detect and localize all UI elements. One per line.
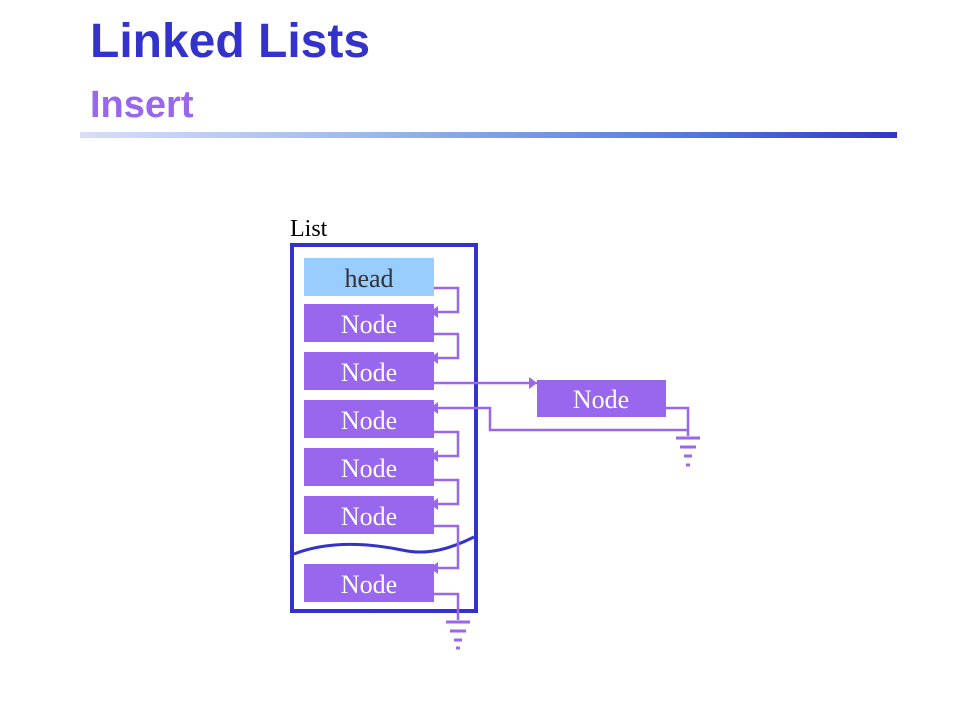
node-box-2 xyxy=(304,352,434,390)
slide-subtitle: Insert xyxy=(90,84,194,126)
node-label-3: Node xyxy=(341,406,397,435)
pointer-head-to-node1 xyxy=(434,286,460,314)
node-label-5: Node xyxy=(341,502,397,531)
node-label-6: Node xyxy=(341,570,397,599)
node-box-3 xyxy=(304,400,434,438)
null-symbol-new-node xyxy=(676,436,700,467)
node-box-6 xyxy=(304,564,434,602)
arrowhead-node3 xyxy=(430,402,438,414)
inserted-node-label: Node xyxy=(573,385,629,414)
node-label-1: Node xyxy=(341,310,397,339)
arrowhead-node6 xyxy=(430,562,438,574)
arrowhead-node5 xyxy=(430,498,438,510)
pointer-node6-to-null xyxy=(434,592,460,620)
arrowhead-node4 xyxy=(430,450,438,462)
pointer-new-node-to-node3 xyxy=(438,406,688,432)
pointer-node3-to-node4 xyxy=(434,430,460,458)
arrowhead-new-node xyxy=(529,377,537,389)
pointer-node5-to-node6 xyxy=(434,524,460,570)
null-symbol-list-end xyxy=(446,620,470,650)
list-label: List xyxy=(290,216,328,242)
node-box-5 xyxy=(304,496,434,534)
head-box xyxy=(304,258,434,296)
pointer-node4-to-node5 xyxy=(434,478,460,506)
inserted-node-box xyxy=(537,380,666,417)
head-label: head xyxy=(344,264,393,293)
slide-title: Linked Lists xyxy=(90,15,371,68)
pointer-new-node-to-null xyxy=(666,406,690,436)
container-break-line xyxy=(293,535,475,556)
node-box-4 xyxy=(304,448,434,486)
title-underline xyxy=(80,132,897,138)
pointer-node1-to-node2 xyxy=(434,332,460,360)
arrowhead-node2 xyxy=(430,352,438,364)
node-box-1 xyxy=(304,304,434,342)
node-label-2: Node xyxy=(341,358,397,387)
node-label-4: Node xyxy=(341,454,397,483)
arrowhead-node1 xyxy=(430,306,438,318)
list-container xyxy=(290,243,478,613)
